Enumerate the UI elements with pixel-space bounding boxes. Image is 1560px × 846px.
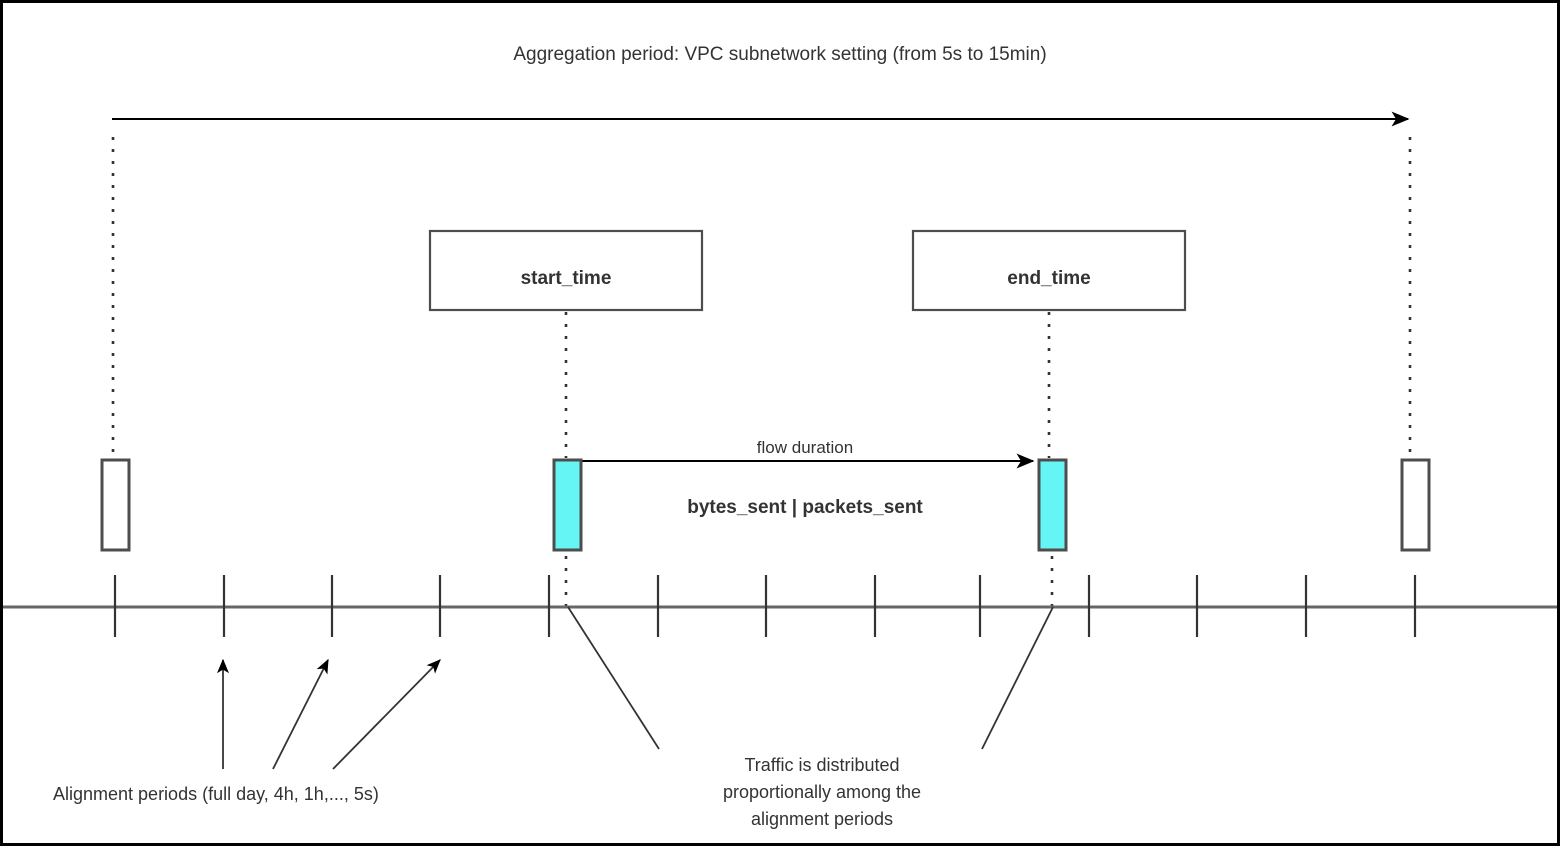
note-line-1: Traffic is distributed (744, 755, 899, 775)
alignment-periods-label: Alignment periods (full day, 4h, 1h,...,… (53, 784, 379, 804)
metrics-label: bytes_sent | packets_sent (687, 497, 923, 518)
flow-end-marker (1037, 458, 1068, 552)
note-line-2: proportionally among the (723, 782, 921, 802)
diagram-title: Aggregation period: VPC subnetwork setti… (513, 44, 1046, 65)
note-line-3: alignment periods (751, 809, 893, 829)
aggregation-end-marker (1400, 458, 1431, 552)
flow-duration-label: flow duration (757, 438, 853, 457)
start-time-box-label: start_time (521, 268, 612, 289)
end-time-box-label: end_time (1007, 268, 1090, 289)
traffic-distribution-note: Traffic is distributed proportionally am… (723, 755, 921, 829)
alignment-pointer-arrow (272, 658, 329, 770)
vpc-flow-aggregation-diagram: Aggregation period: VPC subnetwork setti… (3, 44, 1557, 829)
timeline-ticks (113, 575, 1417, 637)
note-leader-line-right (981, 606, 1054, 750)
note-leader-line-left (567, 606, 660, 750)
aggregation-start-marker (100, 458, 131, 552)
flow-start-marker (552, 458, 583, 552)
end-time-box (911, 229, 1187, 312)
alignment-pointer-arrow (332, 659, 441, 770)
start-time-box (428, 229, 704, 312)
alignment-period-pointers (217, 658, 441, 770)
